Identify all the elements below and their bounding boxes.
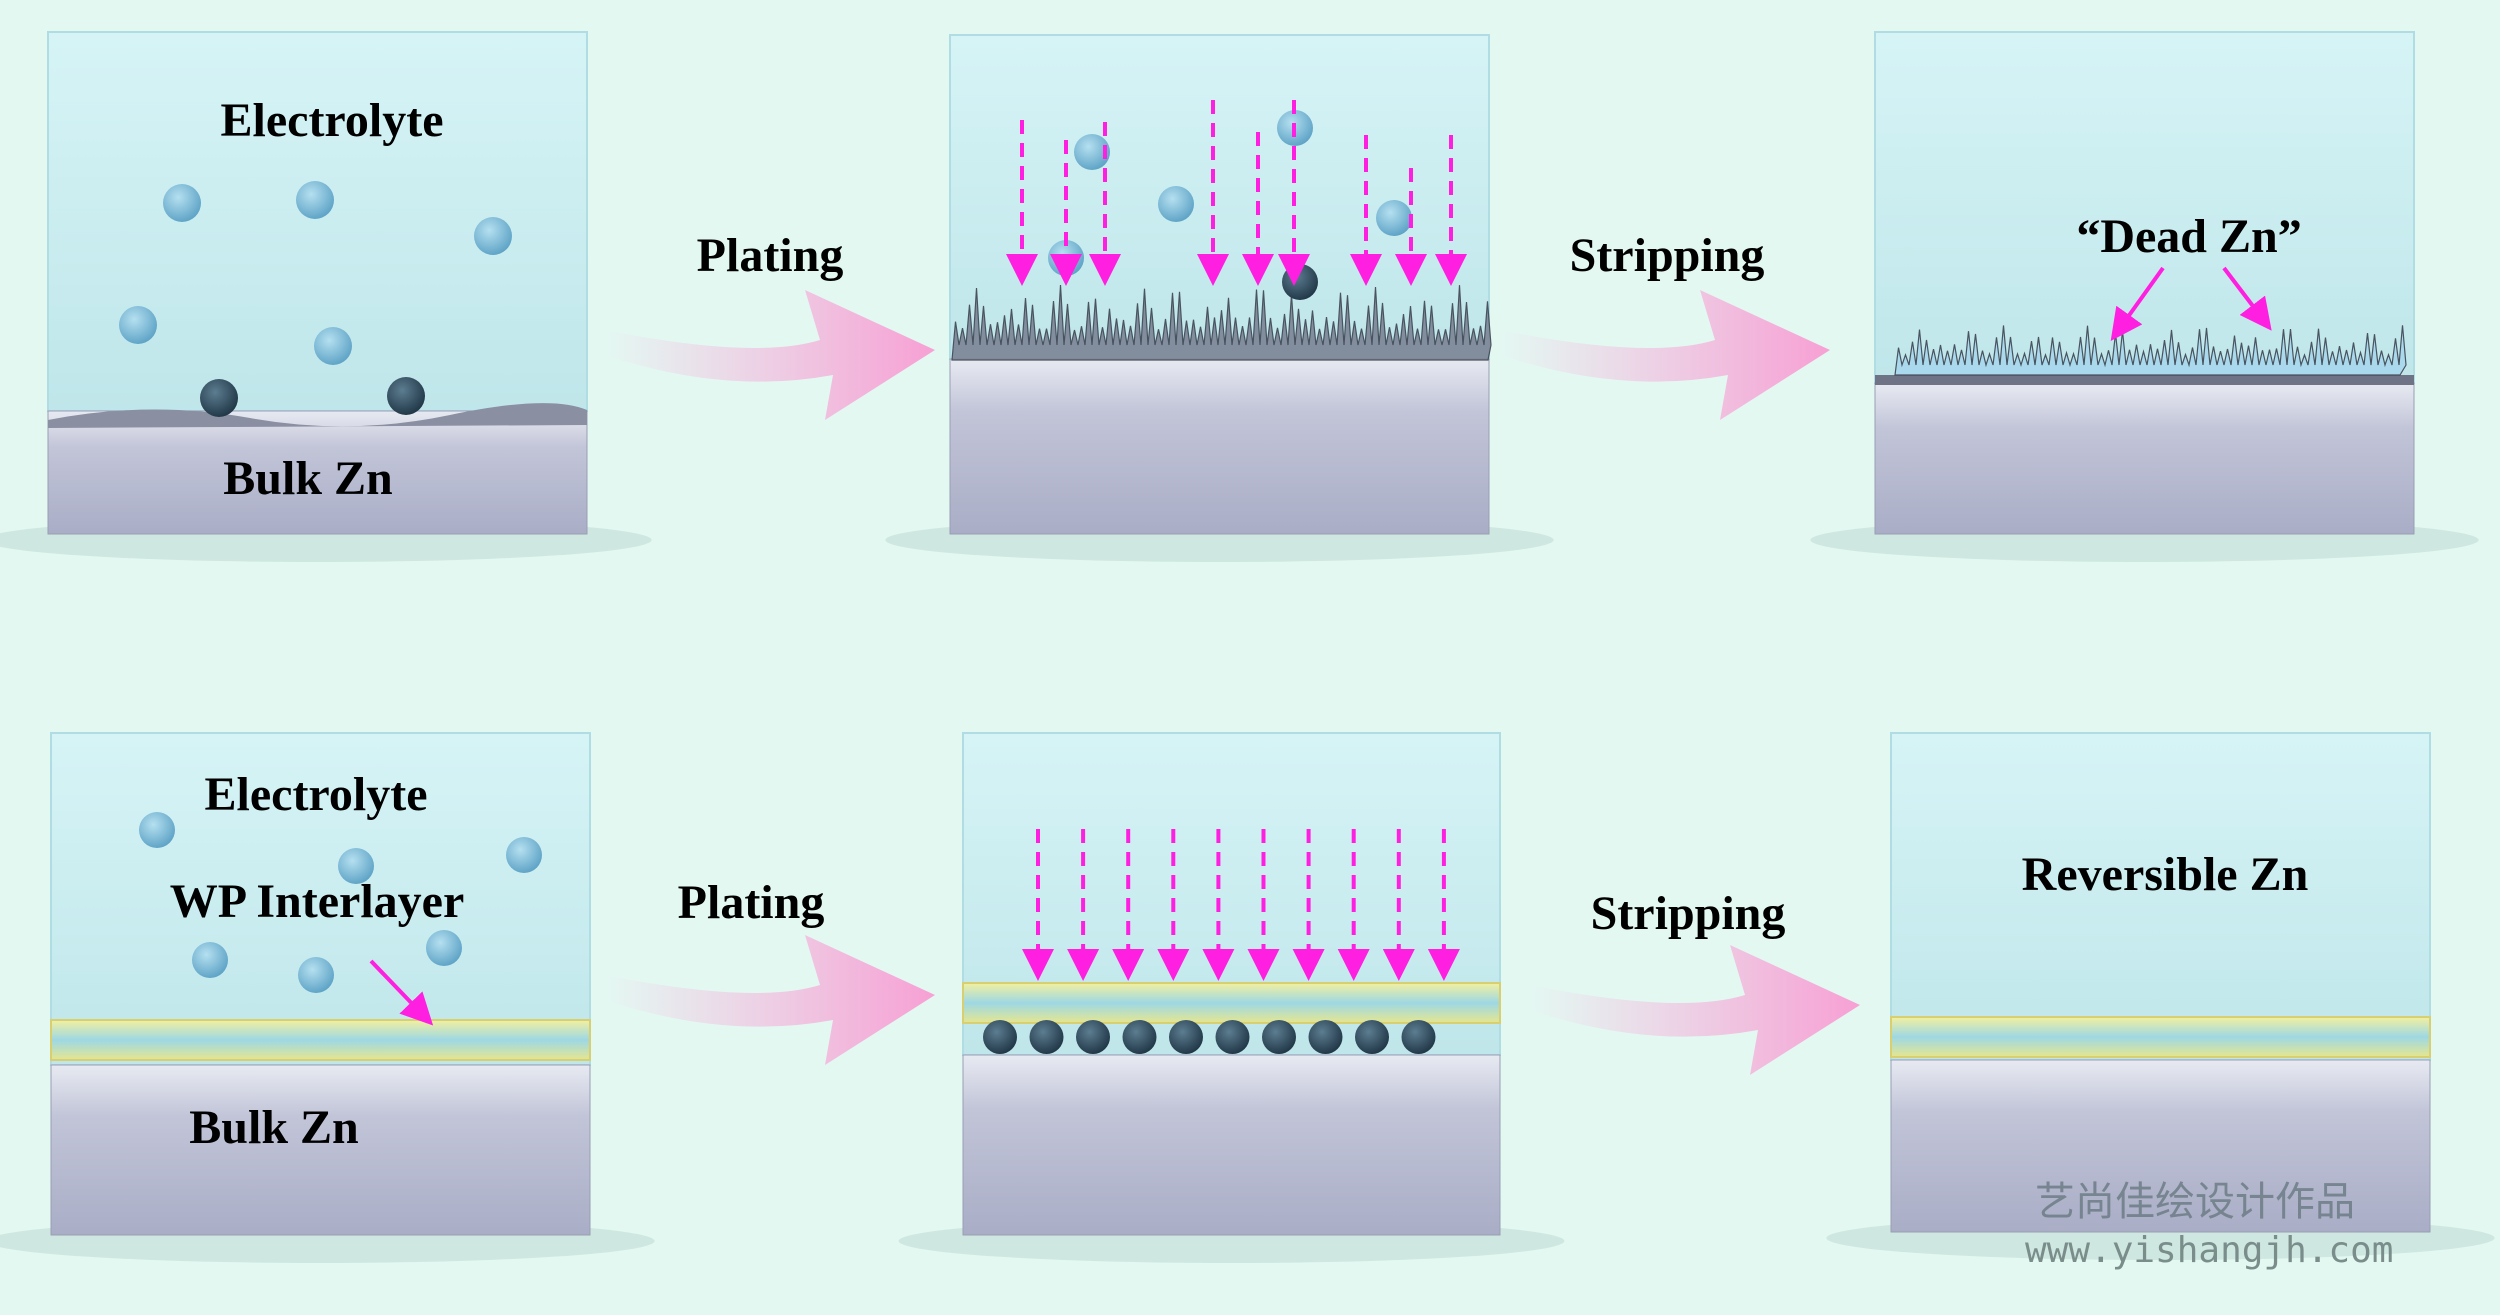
stripping-arrow [1500, 290, 1830, 420]
panel-bare-zn-stripped [1810, 31, 2479, 562]
zn-ion [296, 181, 334, 219]
zn-ion [1158, 186, 1194, 222]
zn-ion [200, 379, 238, 417]
stripping-label: Stripping [1570, 229, 1765, 282]
reversible-zn-label: Reversible Zn [2022, 848, 2309, 901]
plating-label: Plating [697, 229, 844, 282]
plating-arrow [605, 290, 935, 420]
zn-ion [1401, 1020, 1436, 1054]
zn-ion [192, 942, 228, 978]
panel-bare-zn-plated [885, 34, 1554, 562]
stripping-arrow-bottom [1530, 945, 1860, 1075]
zinc-substrate [962, 1054, 1501, 1236]
stripping-label-bottom: Stripping [1591, 887, 1786, 940]
panel-wp-stripped [1826, 732, 2495, 1260]
bulk-zn-label: Bulk Zn [223, 452, 392, 505]
zn-ion [474, 217, 512, 255]
interlayer-pointer [369, 959, 434, 1026]
bulk-zn-label-bottom: Bulk Zn [189, 1101, 358, 1154]
electrolyte-label: Electrolyte [220, 94, 443, 147]
zn-ion [338, 848, 374, 884]
zn-ion [1122, 1020, 1157, 1054]
watermark-cn: 艺尚佳绘设计作品 [2035, 1179, 2355, 1225]
electrolyte-box [1874, 31, 2415, 384]
zn-ion [314, 327, 352, 365]
zn-ion [426, 930, 462, 966]
electrolyte-box [949, 34, 1490, 360]
zn-ion [1169, 1020, 1203, 1054]
panel-bare-zn-initial [0, 31, 652, 562]
zn-ion [298, 957, 334, 993]
zinc-substrate [1874, 382, 2415, 535]
zn-ion [1308, 1020, 1343, 1054]
panel-wp-plated [898, 732, 1565, 1263]
zn-ion [1215, 1020, 1250, 1054]
wp-interlayer [1890, 1016, 2431, 1058]
zinc-surface [48, 403, 587, 428]
zinc-substrate [47, 410, 588, 535]
dendrite-layer [951, 285, 1492, 361]
dead-zn-pointer [2110, 266, 2165, 342]
zn-ion [1262, 1020, 1296, 1054]
electrolyte-label-bottom: Electrolyte [204, 768, 427, 821]
zn-ion [163, 184, 201, 222]
dead-zn-label: “Dead Zn” [2076, 210, 2301, 263]
zinc-surface [1875, 375, 2414, 385]
electrolyte-box [1890, 732, 2431, 1061]
dead-zn-pointer [2222, 266, 2272, 331]
electrolyte-box [50, 732, 591, 1066]
zn-ion [387, 377, 425, 415]
wp-interlayer-label: WP Interlayer [170, 875, 465, 928]
plating-arrow-bottom [605, 935, 935, 1065]
zn-ion [506, 837, 542, 873]
zinc-substrate [50, 1064, 591, 1236]
zn-ion [1376, 200, 1412, 236]
zn-ion [1076, 1020, 1110, 1054]
zn-ion [1355, 1020, 1389, 1054]
watermark-url: www.yishangjh.com [2025, 1230, 2393, 1271]
zn-ion [139, 812, 175, 848]
panel-wp-initial [0, 732, 655, 1263]
zinc-substrate [1890, 1059, 2431, 1233]
zn-ion [1282, 264, 1318, 300]
dead-zn-layer [1894, 325, 2407, 376]
zn-ion [119, 306, 157, 344]
plating-label-bottom: Plating [678, 876, 825, 929]
zinc-substrate [949, 358, 1490, 535]
zn-ion [1074, 134, 1110, 170]
zn-ion [983, 1020, 1017, 1054]
wp-interlayer [962, 982, 1501, 1024]
wp-interlayer [50, 1019, 591, 1061]
zn-ion [1029, 1020, 1064, 1054]
